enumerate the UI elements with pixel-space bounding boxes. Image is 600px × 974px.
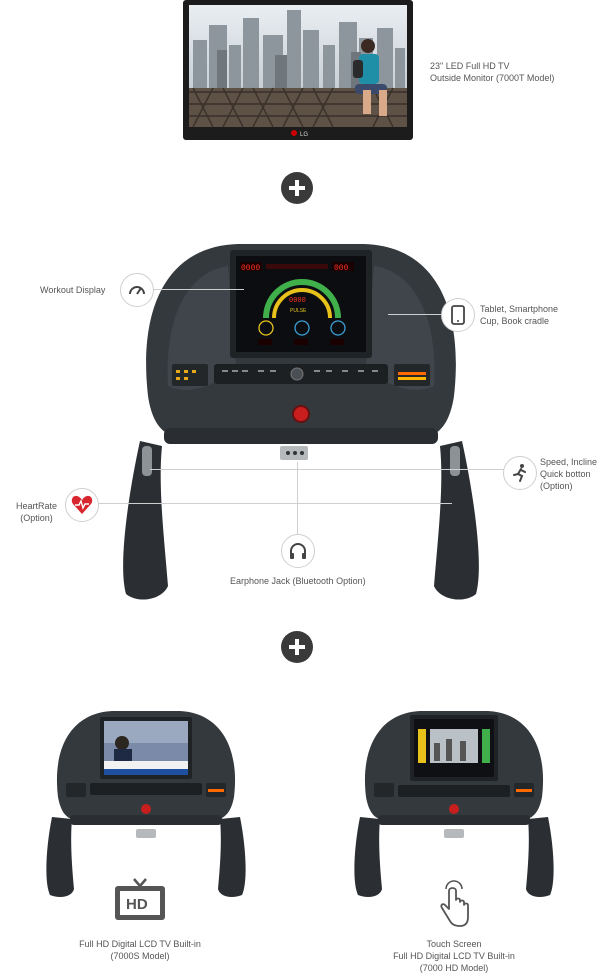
model-7000s-caption-line1: Full HD Digital LCD TV Built-in (79, 939, 201, 949)
model-7000hd-caption-line2: Full HD Digital LCD TV Built-in (393, 951, 515, 961)
workout-display-label: Workout Display (40, 284, 105, 296)
monitor-caption: 23" LED Full HD TV Outside Monitor (7000… (430, 60, 554, 84)
gauge-icon (120, 273, 154, 307)
earphone-connector-line (297, 462, 298, 534)
heartrate-icon (65, 488, 99, 522)
speed-incline-label: Speed, Incline Quick botton (Option) (540, 456, 597, 492)
model-7000s-caption-line2: (7000S Model) (110, 951, 170, 961)
person-figure (353, 39, 387, 116)
speed-label-line3: (Option) (540, 481, 573, 491)
monitor-caption-line2: Outside Monitor (7000T Model) (430, 73, 555, 83)
screen-label: PULSE (290, 308, 307, 314)
lg-logo: LG (300, 132, 308, 138)
heartrate-label-line1: HeartRate (16, 501, 58, 511)
model-7000hd-caption: Touch Screen Full HD Digital LCD TV Buil… (374, 938, 534, 974)
tablet-label: Tablet, Smartphone Cup, Book cradle (480, 303, 558, 327)
tablet-label-line1: Tablet, Smartphone (480, 304, 559, 314)
workout-connector-line (152, 289, 244, 290)
runner-icon (503, 456, 537, 490)
center-readout: 0000 (289, 297, 306, 305)
model-7000hd-console (350, 707, 558, 897)
right-readout: 000 (334, 264, 349, 273)
speed-connector-line (150, 469, 504, 470)
speed-label-line1: Speed, Incline (540, 457, 598, 467)
heart-connector-line (96, 503, 452, 504)
tablet-connector-line (388, 314, 442, 315)
model-7000hd-caption-line1: Touch Screen (426, 939, 482, 949)
tablet-label-line2: Cup, Book cradle (480, 316, 550, 326)
model-7000s-caption: Full HD Digital LCD TV Built-in (7000S M… (60, 938, 220, 962)
heartrate-label-line2: (Option) (20, 513, 53, 523)
plus-icon (281, 172, 313, 204)
tablet-icon (441, 298, 475, 332)
lg-monitor: LG (183, 0, 413, 140)
model-7000hd-caption-line3: (7000 HD Model) (419, 963, 489, 973)
headphone-icon (281, 534, 315, 568)
monitor-caption-line1: 23" LED Full HD TV (430, 61, 510, 71)
monitor-illustration: LG (183, 0, 413, 140)
workout-display-text: Workout Display (40, 285, 106, 295)
model-7000s-console (42, 707, 250, 897)
treadmill-console: 0000 000 0000 PULSE (118, 236, 484, 602)
touch-hand-icon (436, 875, 472, 929)
heartrate-label: HeartRate (Option) (16, 500, 57, 524)
hd-icon-label: HD (126, 896, 148, 913)
plus-icon (281, 631, 313, 663)
left-readout: 0000 (241, 264, 260, 273)
speed-label-line2: Quick botton (540, 469, 591, 479)
hd-tv-icon: HD (112, 877, 168, 927)
earphone-label-text: Earphone Jack (Bluetooth Option) (230, 576, 366, 586)
earphone-label: Earphone Jack (Bluetooth Option) (230, 575, 366, 587)
